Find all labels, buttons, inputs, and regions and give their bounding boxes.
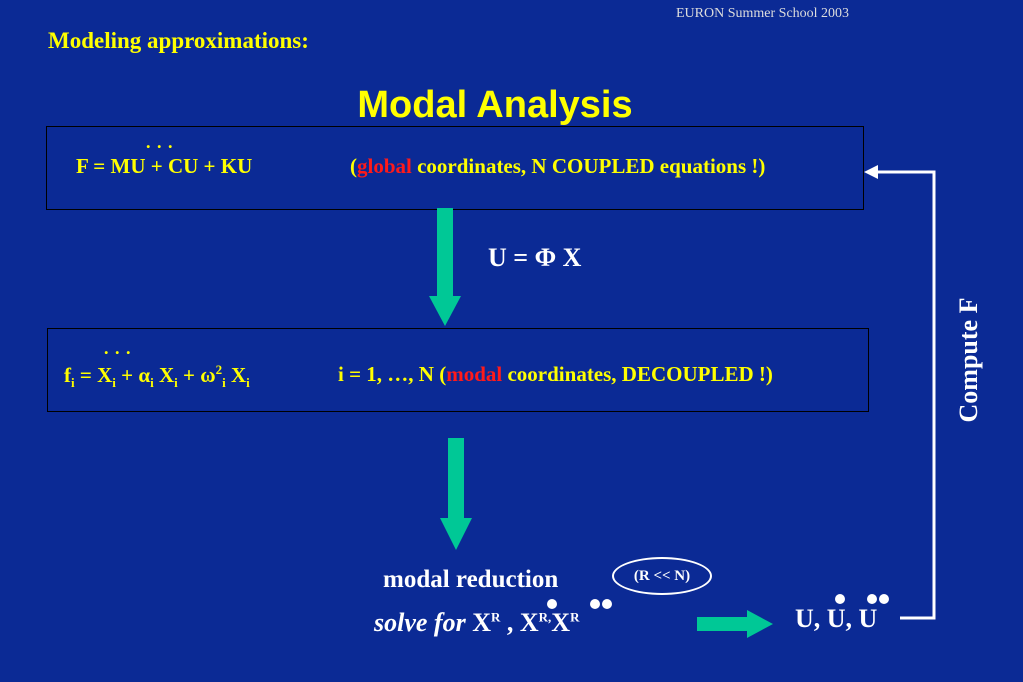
modal-equation: fi = Xi + αi Xi + ω2i Xi: [64, 362, 250, 391]
x-dot: X: [519, 608, 539, 637]
r-much-less-n-oval: (R << N): [612, 557, 712, 595]
slide-subtitle: Modeling approximations:: [48, 28, 309, 53]
modal-coordinates-note: i = 1, …, N (modal coordinates, DECOUPLE…: [338, 362, 773, 387]
comma: ,: [500, 608, 514, 637]
sq: 2: [215, 362, 223, 377]
x: X: [472, 608, 491, 637]
idx: i: [150, 375, 154, 391]
dot-icon: [590, 599, 600, 609]
eqx: = X: [74, 363, 113, 387]
omega: + ω: [177, 363, 216, 387]
modal-reduction-label: modal reduction: [383, 566, 559, 593]
idx: i: [246, 375, 250, 391]
dot-icon: [547, 599, 557, 609]
slide-title: Modal Analysis: [357, 84, 633, 126]
global-equation-box: [46, 126, 864, 210]
r: R: [490, 609, 501, 625]
feedback-loop-icon: [864, 165, 936, 620]
range-text: i = 1, …, N (: [338, 362, 447, 386]
x-ddot: X: [551, 608, 571, 637]
dot-icon: [879, 594, 889, 604]
derivative-dots-1: . . .: [146, 132, 174, 152]
footer-title: EURON Summer School 2003: [676, 6, 850, 21]
compute-text: Compute F: [954, 297, 983, 423]
result-u-derivatives: U, U, U: [795, 604, 878, 633]
compute-f-label: Compute F: [944, 270, 994, 450]
down-arrow-icon: [429, 208, 461, 326]
idx: i: [112, 375, 116, 391]
modal-transform: U = Φ X: [488, 243, 582, 272]
dot-icon: [867, 594, 877, 604]
paren: (: [350, 154, 357, 178]
right-arrow-icon: [697, 610, 773, 638]
derivative-dots-2: . . .: [104, 338, 132, 358]
idx: i: [222, 375, 226, 391]
solve-for-text: solve for XR , XR,XR: [374, 608, 579, 638]
down-arrow-icon: [440, 438, 472, 550]
dot-icon: [602, 599, 612, 609]
global-equation: F = MU + CU + KU: [76, 154, 253, 178]
modal-word: modal: [446, 362, 503, 386]
f: f: [64, 363, 71, 387]
r: R: [570, 609, 580, 625]
alpha: + α: [115, 363, 151, 387]
global-word: global: [357, 154, 412, 178]
global-coordinates-note: (global coordinates, N COUPLED equations…: [350, 154, 765, 179]
idx: i: [174, 375, 178, 391]
r: R,: [538, 609, 552, 625]
solve-prefix: solve for: [374, 608, 466, 637]
dot-icon: [835, 594, 845, 604]
decoupled-text: coordinates, DECOUPLED !): [502, 362, 773, 386]
modal-equation-box: [47, 328, 869, 412]
idx: i: [71, 375, 75, 391]
x: X: [153, 363, 175, 387]
coupled-text: coordinates, N COUPLED equations !): [411, 154, 766, 178]
x: X: [225, 363, 247, 387]
